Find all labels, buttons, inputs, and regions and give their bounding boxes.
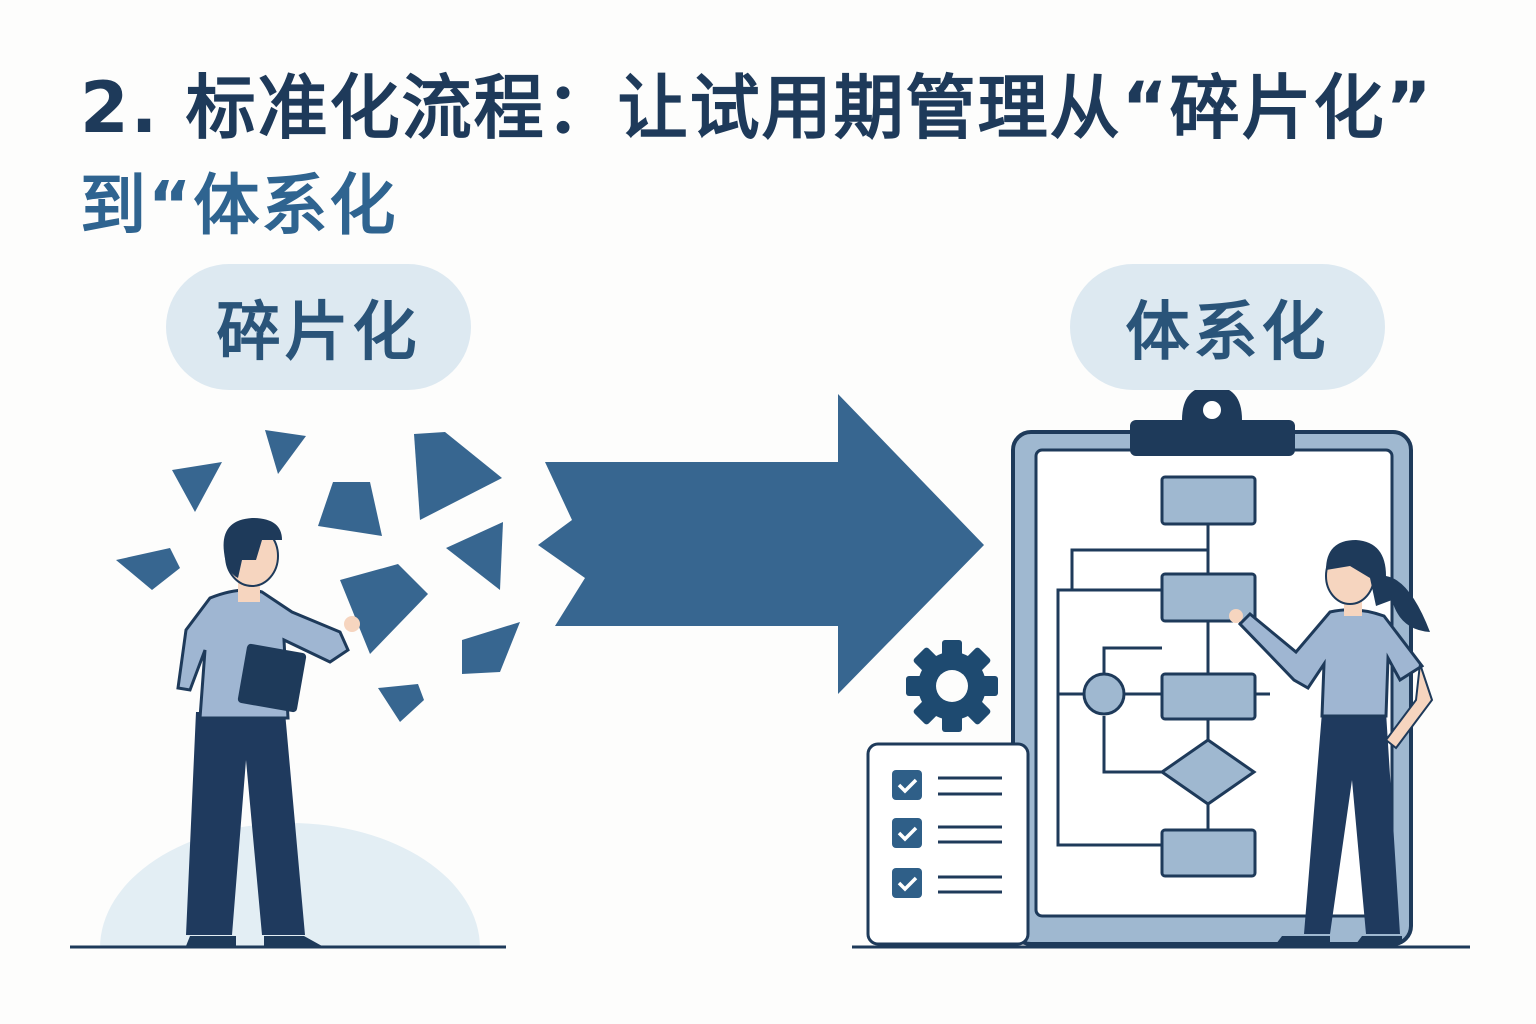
flow-box-4 <box>1160 828 1257 878</box>
flow-box-3 <box>1160 672 1257 721</box>
checklist <box>866 742 1030 946</box>
held-tablet-icon <box>237 643 307 713</box>
checkbox-icon <box>892 818 922 848</box>
title-line-1: 2. 标准化流程：让试用期管理从“碎片化” <box>80 67 1434 149</box>
person-left <box>176 518 360 946</box>
person-right <box>1229 540 1434 944</box>
checkbox-icon <box>892 770 922 800</box>
flow-box-2 <box>1160 572 1257 623</box>
gear-icon <box>906 640 998 732</box>
label-fragmented: 碎片化 <box>166 264 471 390</box>
title-line-2: 到“体系化 <box>80 167 398 244</box>
flow-decision <box>1159 738 1257 806</box>
fragment-shards <box>116 430 520 722</box>
flow-box-1 <box>1160 475 1257 526</box>
flow-node-circle <box>1082 672 1126 716</box>
checkbox-icon <box>892 868 922 898</box>
transition-arrow <box>538 394 984 694</box>
label-systematic: 体系化 <box>1070 264 1385 390</box>
flowchart <box>1056 475 1270 878</box>
